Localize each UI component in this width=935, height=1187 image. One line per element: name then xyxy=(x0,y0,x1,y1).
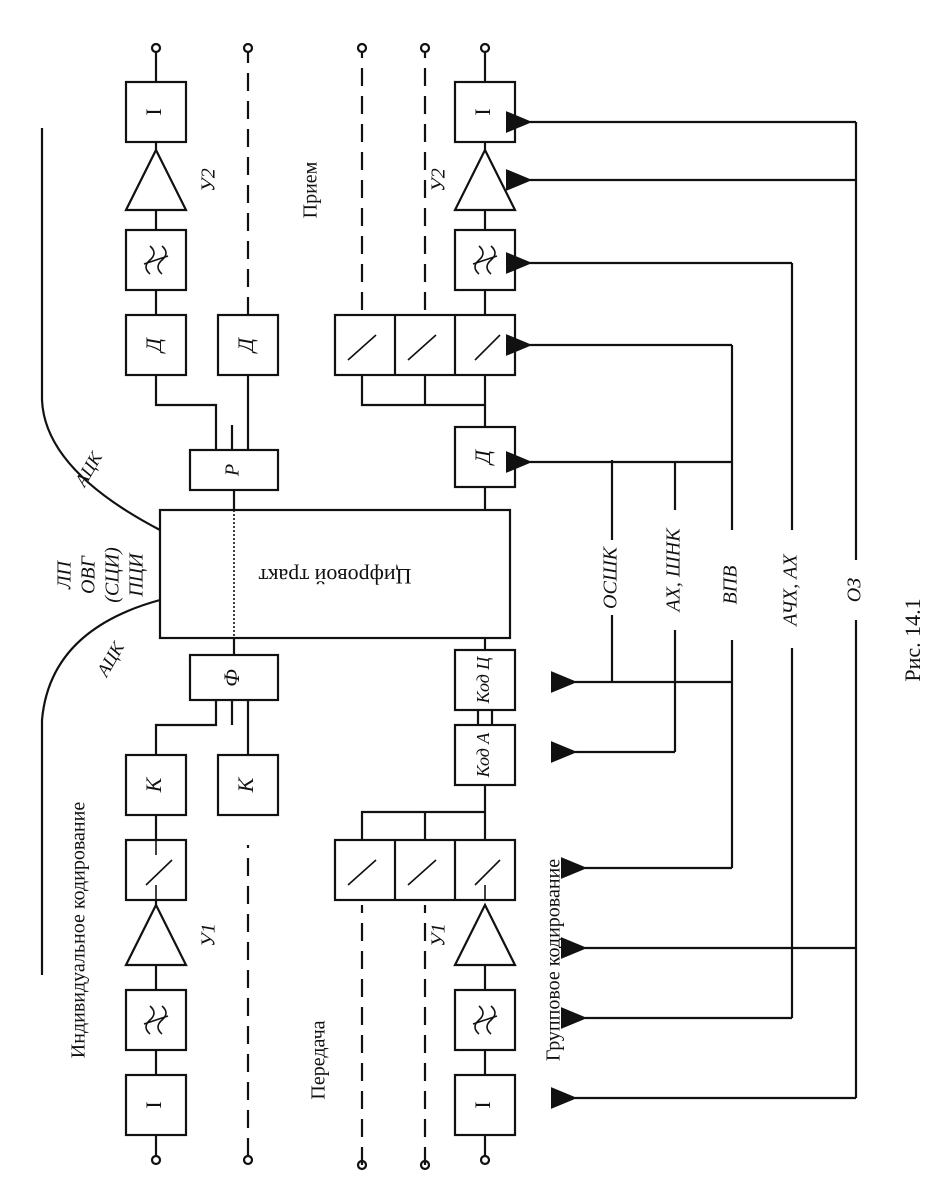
rx-decoder-block-b xyxy=(216,313,280,377)
filter-icon xyxy=(143,245,169,275)
rx-amp-label-a: У2 xyxy=(198,168,220,191)
rx-group-amplifier xyxy=(453,147,517,212)
rx-terminal-group-1 xyxy=(356,42,368,54)
vpv-label: ВПВ xyxy=(720,566,742,605)
achh-ah-label: АЧХ, АХ xyxy=(780,554,802,628)
tx-input-terminal-b xyxy=(242,1154,254,1166)
tx-amp-label-group: У1 xyxy=(428,923,450,946)
oz-label: ОЗ xyxy=(844,578,866,602)
transmit-label: Передача xyxy=(308,1020,330,1099)
former-block xyxy=(188,653,280,702)
filter-icon xyxy=(472,245,498,275)
receiver-block xyxy=(188,448,280,492)
ovg-label: ОВГ xyxy=(78,554,100,594)
line-upper-curve xyxy=(40,128,161,531)
rx-individual-chain: Д У2 I xyxy=(124,42,220,377)
filter-icon xyxy=(472,1005,498,1035)
tx-amp-label-a: У1 xyxy=(198,923,220,946)
digital-path-block xyxy=(158,508,512,640)
tx-amplifier-a xyxy=(124,902,188,967)
rx-group-output-terminal xyxy=(479,42,491,54)
filter-icon xyxy=(143,1005,169,1035)
rx-output-label-a: I xyxy=(141,108,166,115)
rx-amplifier-a xyxy=(124,147,188,212)
sci-label: (СЦИ) xyxy=(102,547,124,603)
pci-label: ПЦИ xyxy=(126,552,148,598)
rx-terminal-group-2 xyxy=(419,42,431,54)
receiver-label: Р xyxy=(222,464,244,477)
code-c-block xyxy=(453,648,517,712)
rx-output-terminal-a xyxy=(150,42,162,54)
rx-individual-chain-b: Д xyxy=(216,42,280,377)
rx-output-terminal-b xyxy=(242,42,254,54)
tx-source-label-group: I xyxy=(470,1101,495,1108)
rx-group-decoder-block xyxy=(453,425,517,489)
figure-caption: Рис. 14.1 xyxy=(900,598,925,681)
tx-group-chain: I У1 Код А Код xyxy=(333,638,517,1171)
tx-terminal-group-1 xyxy=(356,1159,368,1171)
tx-source-label-a: I xyxy=(141,1101,166,1108)
tx-input-terminal-a xyxy=(150,1154,162,1166)
tx-individual-chain-b: К xyxy=(216,700,280,1166)
tx-coder-label-b: К xyxy=(233,776,258,793)
receive-label: Прием xyxy=(300,161,322,218)
switch-icon xyxy=(347,859,501,900)
former-label: Ф xyxy=(219,669,244,687)
tx-individual-chain: I У1 К xyxy=(124,700,220,1166)
switch-icon xyxy=(145,840,173,900)
tx-coder-label-a: К xyxy=(141,776,166,793)
digital-path-label: Цифровой тракт xyxy=(258,564,411,589)
tx-input-terminal-group xyxy=(479,1154,491,1166)
rx-group-chain: Д У2 I xyxy=(333,42,517,510)
tx-coder-block-b xyxy=(216,753,280,817)
tx-coder-block-a xyxy=(124,753,188,817)
control-lines: ОСШК АХ, ШНК ВПВ АЧХ, АХ ОЗ xyxy=(505,111,866,1109)
code-a-label: Код А xyxy=(473,732,493,779)
group-coding-label: Групповое кодирование xyxy=(543,859,565,1061)
tx-amplifier-group xyxy=(453,902,517,967)
rx-group-decoder-label: Д xyxy=(470,449,495,466)
rx-group-amp-label: У2 xyxy=(428,168,450,191)
ah-shnk-label: АХ, ШНК xyxy=(663,527,685,614)
osshk-label: ОСШК xyxy=(600,545,622,609)
tx-source-block-group xyxy=(453,1073,517,1137)
code-a-block xyxy=(453,723,517,787)
individual-coding-label: Индивидуальное кодирование xyxy=(68,802,90,1059)
rx-decoder-label-a: Д xyxy=(141,337,166,354)
tx-source-block-a xyxy=(124,1073,188,1137)
lp-label: ЛП xyxy=(54,559,76,590)
tx-terminal-group-2 xyxy=(419,1159,431,1171)
code-c-label: Код Ц xyxy=(473,656,493,705)
line-lower-curve xyxy=(40,598,161,975)
switch-icon xyxy=(347,334,501,361)
rx-group-output-label: I xyxy=(470,108,495,115)
acp-label-lower: АЦК xyxy=(92,638,128,681)
rx-decoder-label-b: Д xyxy=(233,337,258,354)
